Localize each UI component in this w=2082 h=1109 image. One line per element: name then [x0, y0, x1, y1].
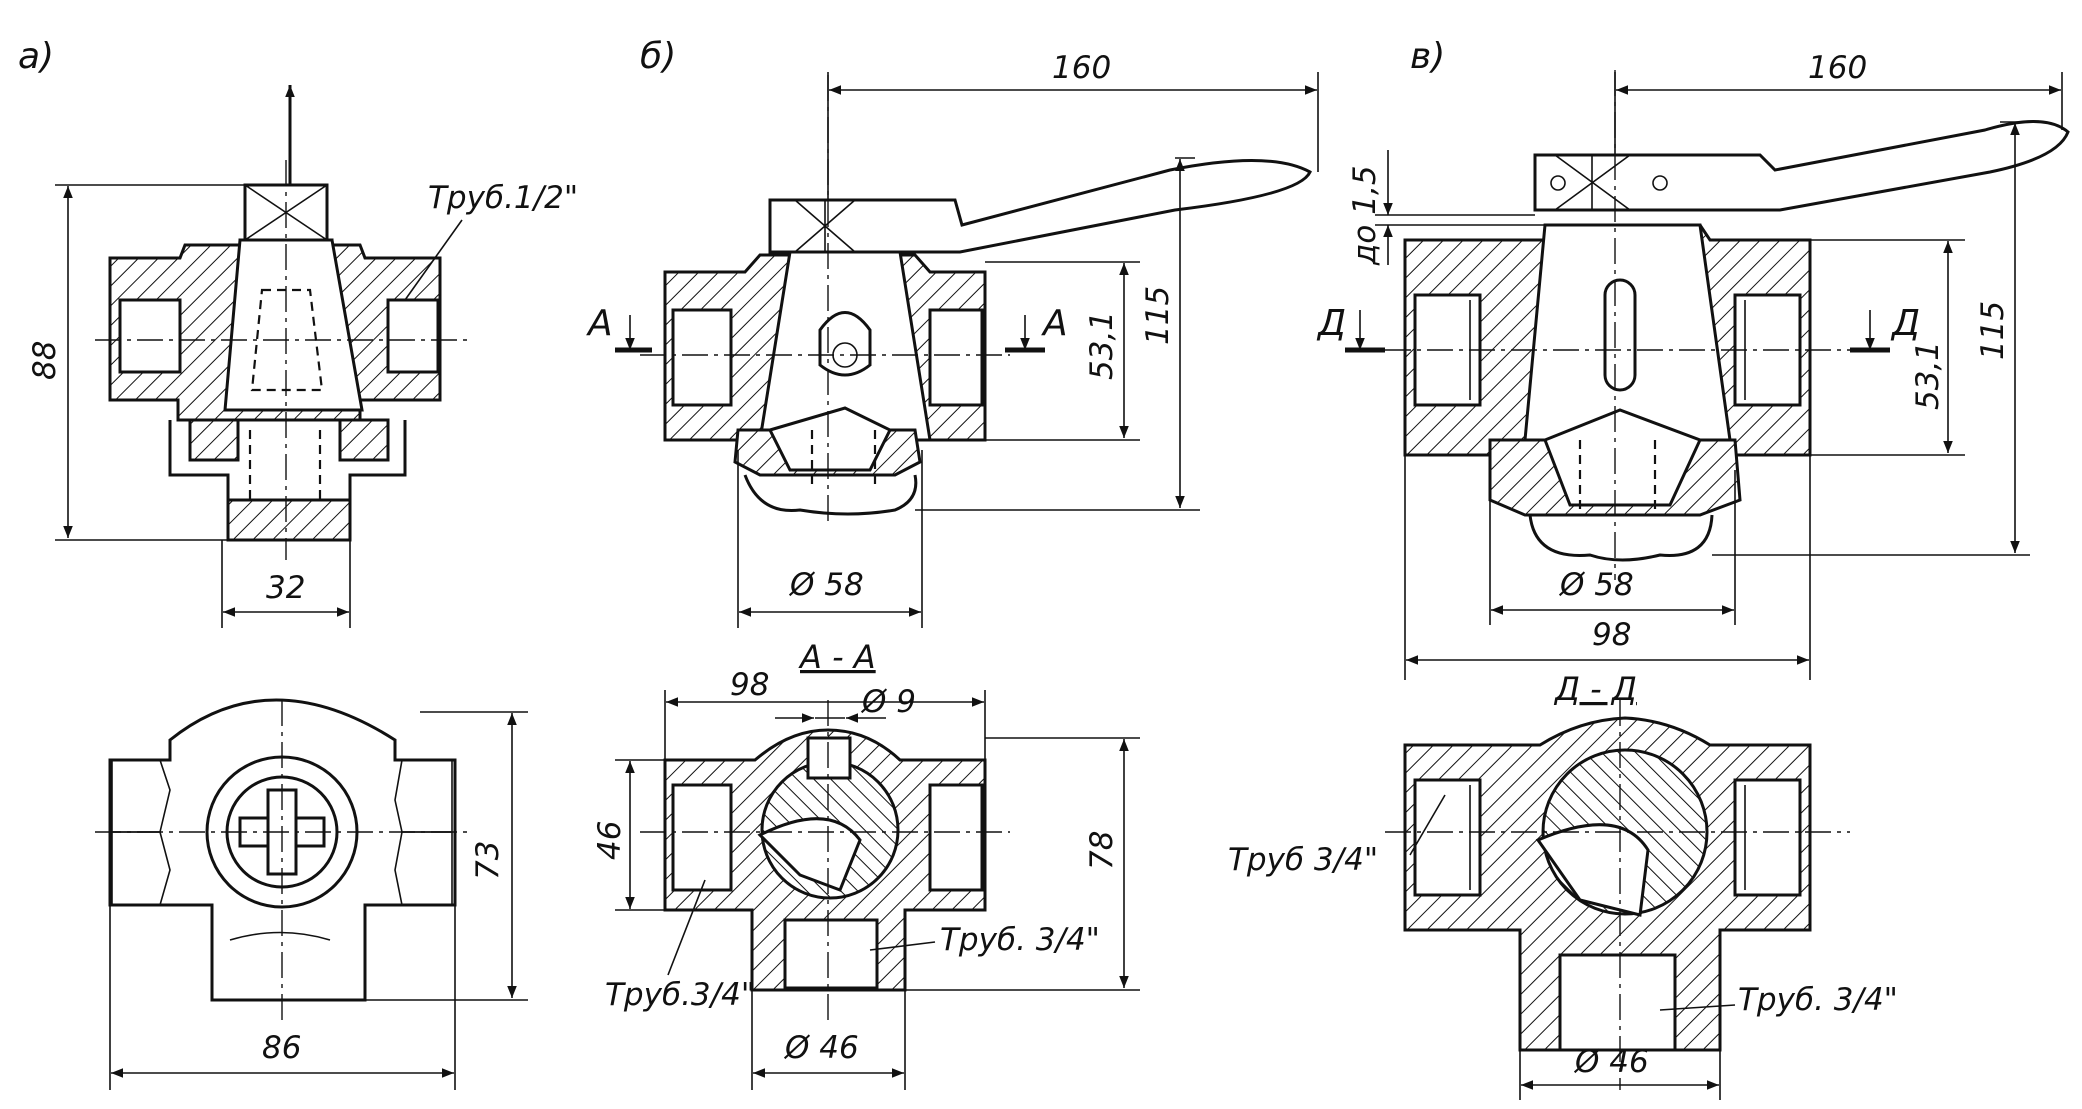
dim-b-78: 78 — [905, 737, 1140, 991]
dim-a-73-value: 73 — [470, 841, 506, 880]
dim-b-98-value: 98 — [730, 667, 769, 703]
dim-b-58-value: Ø 58 — [788, 567, 864, 603]
dim-v-160: 160 — [1614, 50, 2063, 155]
panel-v: в) Д Д — [1228, 36, 2070, 1100]
dim-b-53-1-value: 53,1 — [1084, 311, 1120, 380]
panel-a-plan-view — [95, 698, 470, 1020]
dim-v-53-1-value: 53,1 — [1910, 341, 1946, 410]
panel-a-label: а) — [18, 36, 54, 77]
v-section-title: Д - Д — [1553, 670, 1637, 708]
b-thread-bottom: Труб. 3/4" — [940, 922, 1100, 958]
dim-b-115: 115 — [915, 157, 1200, 511]
v-thread-bottom: Труб. 3/4" — [1738, 982, 1898, 1018]
panel-a-front-view: Труб.1/2" — [95, 85, 578, 560]
panel-b-label: б) — [640, 36, 676, 77]
dim-b-78-value: 78 — [1084, 831, 1120, 870]
panel-a: а) Труб.1/2" 88 — [18, 36, 578, 1090]
dim-b-115-value: 115 — [1140, 286, 1176, 345]
dim-b-46: 46 — [592, 759, 665, 911]
dim-b-46-value: 46 — [592, 821, 628, 860]
dim-b-53-1: 53,1 — [930, 261, 1140, 441]
dim-a-86-value: 86 — [262, 1030, 301, 1066]
dim-v-58: Ø 58 — [1489, 470, 1736, 625]
dim-b-58: Ø 58 — [737, 450, 923, 628]
dim-a-86: 86 — [109, 905, 456, 1090]
dim-a-32-value: 32 — [266, 570, 305, 606]
dim-b-bottom-46: Ø 46 — [751, 990, 906, 1090]
panel-b-section-view — [640, 700, 1010, 1020]
dim-b-160-value: 160 — [1052, 50, 1111, 86]
v-cut-letter-right: Д — [1890, 303, 1920, 344]
dim-v-53-1: 53,1 — [1735, 239, 1965, 456]
b-cut-letter-right: А — [1041, 303, 1068, 344]
dim-b-160: 160 — [827, 50, 1319, 200]
b-section-title: А - А — [798, 638, 876, 676]
panel-b-front-view: А А — [586, 75, 1312, 525]
dim-v-115-value: 115 — [1975, 301, 2011, 360]
dim-v-160-value: 160 — [1808, 50, 1867, 86]
b-cut-letter-left: А — [586, 303, 613, 344]
dim-b-bottom-46-value: Ø 46 — [783, 1030, 859, 1066]
dim-v-98-value: 98 — [1592, 617, 1631, 653]
dim-a-88-value: 88 — [27, 341, 63, 380]
dim-a-88: 88 — [27, 184, 245, 541]
dim-v-gap: до 1,5 — [1347, 150, 1545, 266]
dim-v-bottom-46: Ø 46 — [1519, 1044, 1721, 1100]
b-thread-left: Труб.3/4" — [605, 977, 755, 1013]
a-thread-label: Труб.1/2" — [428, 180, 578, 216]
dim-v-58-value: Ø 58 — [1558, 567, 1634, 603]
panel-b: б) А А — [586, 36, 1319, 1090]
panel-v-front-view: Д Д — [1316, 70, 2070, 580]
v-cut-letter-left: Д — [1316, 303, 1346, 344]
panel-v-section-view — [1385, 700, 1850, 1090]
dim-b-9: Ø 9 — [775, 684, 916, 723]
dim-a-73: 73 — [365, 711, 528, 1001]
panel-v-label: в) — [1410, 36, 1445, 77]
dim-b-98: 98 — [664, 667, 986, 760]
dim-v-gap-value: до 1,5 — [1347, 165, 1383, 266]
dim-v-bottom-46-value: Ø 46 — [1573, 1044, 1649, 1080]
dim-b-9-value: Ø 9 — [860, 684, 916, 720]
dim-v-98: 98 — [1404, 455, 1811, 680]
v-thread-left: Труб 3/4" — [1228, 842, 1378, 878]
dim-v-115: 115 — [1712, 121, 2030, 556]
dim-a-32: 32 — [221, 540, 351, 628]
